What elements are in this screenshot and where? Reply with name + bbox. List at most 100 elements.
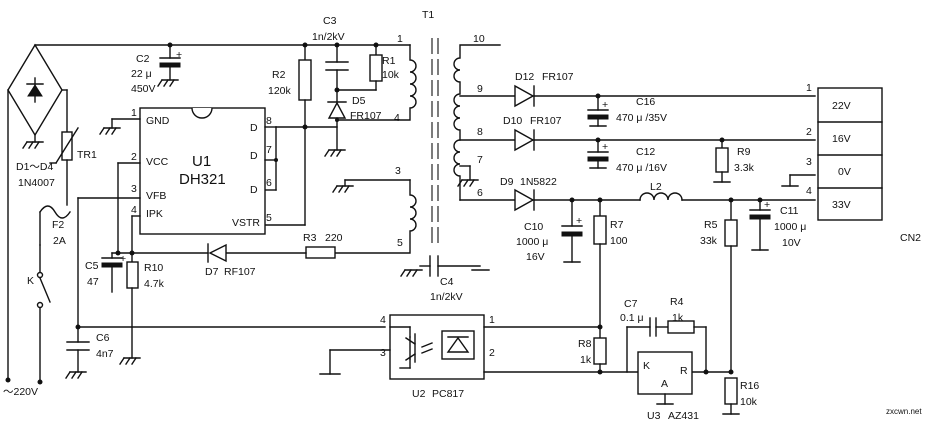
r1-value: 10k — [382, 69, 400, 81]
u1-pin-num-5: 5 — [266, 212, 272, 224]
mains-input: D1～D4 1N4007 TR1 F2 2A K ～220V — [3, 43, 377, 398]
plus-sign: + — [176, 49, 182, 61]
d5-part: FR107 — [350, 110, 382, 122]
bridge-ref: D1～D4 — [16, 161, 54, 173]
r16-ref: R16 — [740, 380, 759, 392]
c6-value: 4n7 — [96, 348, 114, 360]
aux-winding: 3 5 R3 220 D7 RF107 — [111, 165, 417, 278]
u1-pin-gnd: GND — [146, 115, 170, 127]
cn2-out-33v: 33V — [832, 199, 851, 211]
r3-value: 220 — [325, 232, 343, 244]
c3-value: 1n/2kV — [312, 31, 345, 43]
r8-ref: R8 — [578, 338, 592, 350]
u1-pin-d6: D — [250, 184, 258, 196]
cn2-out-22v: 22V — [832, 100, 851, 112]
c11-v1: 1000 μ — [774, 221, 806, 233]
plus-sign: + — [602, 99, 608, 111]
plus-sign: + — [602, 141, 608, 153]
cn2-pin-2: 2 — [806, 126, 812, 138]
optocoupler-u2: 4 3 1 2 U2 PC817 — [319, 314, 731, 400]
u1-pin-ipk: IPK — [146, 208, 163, 220]
t1-pin-9: 9 — [477, 83, 483, 95]
t1-pin-7: 7 — [477, 154, 483, 166]
c7-ref: C7 — [624, 298, 638, 310]
d9-ref: D9 — [500, 176, 514, 188]
c16-ref: C16 — [636, 96, 655, 108]
cn2-out-16v: 16V — [832, 133, 851, 145]
t1-pin-10: 10 — [473, 33, 485, 45]
r3-ref: R3 — [303, 232, 317, 244]
transformer-t1: T1 C4 1n/2kV — [400, 9, 490, 303]
cn2-pin-3: 3 — [806, 156, 812, 168]
c2-v2: 450V — [131, 83, 156, 95]
fuse-ref: F2 — [52, 219, 64, 231]
r9-ref: R9 — [737, 146, 751, 158]
c2-ref: C2 — [136, 53, 150, 65]
d9-part: 1N5822 — [520, 176, 557, 188]
bridge-part: 1N4007 — [18, 177, 55, 189]
t1-pin-8: 8 — [477, 126, 483, 138]
u1-pin-num-3: 3 — [131, 183, 137, 195]
r8-value: 1k — [580, 354, 592, 366]
r7-ref: R7 — [610, 219, 624, 231]
t1-pin-6: 6 — [477, 187, 483, 199]
c4-ref: C4 — [440, 276, 454, 288]
c5-ref: C5 — [85, 260, 99, 272]
t1-pin-4: 4 — [394, 112, 400, 124]
watermark: zxcwn.net — [886, 407, 922, 416]
c5-value: 47 — [87, 276, 99, 288]
ic-u1: U1 DH321 GND VCC VFB IPK D D D VSTR 1 2 … — [77, 107, 278, 328]
u1-pin-num-2: 2 — [131, 151, 137, 163]
u1-pin-num-6: 6 — [266, 177, 272, 189]
u3-pin-r: R — [680, 365, 688, 377]
cn2-pin-1: 1 — [806, 82, 812, 94]
r2-ref: R2 — [272, 69, 286, 81]
u1-pin-d8: D — [250, 122, 258, 134]
u2-part: PC817 — [432, 388, 464, 400]
r10-ref: R10 — [144, 262, 163, 274]
r5-ref: R5 — [704, 219, 718, 231]
d7-part: RF107 — [224, 266, 256, 278]
r7-value: 100 — [610, 235, 628, 247]
feedback-rc: + C5 47 R10 4.7k C6 4n7 — [65, 252, 386, 379]
d10-ref: D10 — [503, 115, 522, 127]
r2-value: 120k — [268, 85, 292, 97]
u1-pin-num-8: 8 — [266, 115, 272, 127]
mains-label: ～220V — [3, 386, 38, 398]
c12-value: 470 μ /16V — [616, 162, 667, 174]
fuse-value: 2A — [53, 235, 66, 247]
u3-part: AZ431 — [668, 410, 699, 422]
thermistor-ref: TR1 — [77, 149, 97, 161]
u2-pin-3: 3 — [380, 347, 386, 359]
r1-ref: R1 — [382, 55, 396, 67]
t1-pin-5: 5 — [397, 237, 403, 249]
t1-ref: T1 — [422, 9, 434, 21]
u1-pin-vfb: VFB — [146, 190, 166, 202]
c10-v1: 1000 μ — [516, 236, 548, 248]
u1-pin-d7: D — [250, 150, 258, 162]
r4-value: 1k — [672, 312, 684, 324]
d10-part: FR107 — [530, 115, 562, 127]
plus-sign: + — [576, 215, 582, 227]
connector-cn2: 22V 16V 0V 33V 1 2 3 4 CN2 — [806, 82, 921, 244]
c4-value: 1n/2kV — [430, 291, 463, 303]
u1-pin-vcc: VCC — [146, 156, 169, 168]
d12-part: FR107 — [542, 71, 574, 83]
c10-ref: C10 — [524, 221, 543, 233]
c16-value: 470 μ /35V — [616, 112, 667, 124]
t1-pin-1: 1 — [397, 33, 403, 45]
u1-pin-num-4: 4 — [131, 204, 137, 216]
d5-ref: D5 — [352, 95, 366, 107]
c11-v2: 10V — [782, 237, 801, 249]
c6-ref: C6 — [96, 332, 110, 344]
d12-ref: D12 — [515, 71, 534, 83]
u2-pin-1: 1 — [489, 314, 495, 326]
switch-ref: K — [27, 275, 34, 287]
u3-ref: U3 — [647, 410, 661, 422]
d7-ref: D7 — [205, 266, 219, 278]
u2-pin-2: 2 — [489, 347, 495, 359]
regulator-u3: R8 1k C7 0.1 μ R4 1k K A R U3 AZ431 R16 … — [578, 296, 759, 422]
c10-v2: 16V — [526, 251, 545, 263]
u3-pin-a: A — [661, 378, 668, 390]
